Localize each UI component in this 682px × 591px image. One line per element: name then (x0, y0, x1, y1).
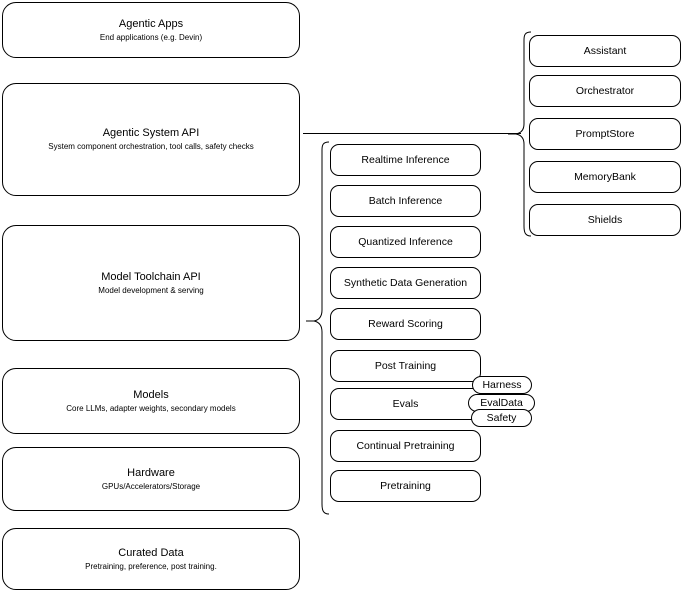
system-label: Shields (587, 213, 623, 226)
toolchain-box-pretraining[interactable]: Pretraining (330, 470, 481, 502)
layer-title: Model Toolchain API (101, 270, 201, 283)
layer-subtitle: Core LLMs, adapter weights, secondary mo… (66, 403, 236, 413)
layer-box-agentic-apps[interactable]: Agentic Apps End applications (e.g. Devi… (2, 2, 300, 58)
toolchain-label: Realtime Inference (361, 153, 450, 166)
bracket-model-toolchain (306, 141, 330, 515)
toolchain-box-synthetic-data-generation[interactable]: Synthetic Data Generation (330, 267, 481, 299)
toolchain-label: Pretraining (380, 479, 431, 492)
system-box-shields[interactable]: Shields (529, 204, 681, 236)
layer-title: Agentic System API (102, 127, 200, 139)
eval-pill-label: Harness (482, 378, 522, 391)
layer-box-curated-data[interactable]: Curated Data Pretraining, preference, po… (2, 528, 300, 590)
layer-subtitle: System component orchestration, tool cal… (48, 142, 254, 151)
system-box-promptstore[interactable]: PromptStore (529, 118, 681, 150)
toolchain-box-continual-pretraining[interactable]: Continual Pretraining (330, 430, 481, 462)
connector-line-system-api (303, 133, 521, 134)
layer-box-models[interactable]: Models Core LLMs, adapter weights, secon… (2, 368, 300, 434)
layer-box-agentic-system-api[interactable]: Agentic System API System component orch… (2, 83, 300, 196)
toolchain-label: Evals (392, 397, 419, 410)
layer-title: Models (133, 388, 169, 401)
layer-subtitle: Pretraining, preference, post training. (85, 561, 217, 571)
eval-pill-harness[interactable]: Harness (472, 376, 532, 394)
system-box-assistant[interactable]: Assistant (529, 35, 681, 67)
toolchain-label: Continual Pretraining (356, 439, 455, 452)
toolchain-label: Post Training (374, 359, 437, 372)
system-label: PromptStore (575, 127, 635, 140)
toolchain-box-realtime-inference[interactable]: Realtime Inference (330, 144, 481, 176)
toolchain-label: Reward Scoring (368, 317, 443, 330)
layer-title: Curated Data (118, 546, 184, 559)
layer-title: Hardware (127, 466, 175, 479)
layer-subtitle: End applications (e.g. Devin) (99, 32, 203, 42)
system-label: Assistant (583, 44, 627, 57)
system-box-memorybank[interactable]: MemoryBank (529, 161, 681, 193)
toolchain-box-evals[interactable]: Evals (330, 388, 481, 420)
toolchain-label: Quantized Inference (358, 235, 453, 248)
eval-pill-label: EvalData (480, 396, 523, 409)
layer-box-model-toolchain-api[interactable]: Model Toolchain API Model development & … (2, 225, 300, 341)
layer-box-hardware[interactable]: Hardware GPUs/Accelerators/Storage (2, 447, 300, 511)
layer-subtitle: Model development & serving (98, 285, 204, 295)
system-label: Orchestrator (575, 84, 635, 97)
layer-subtitle: GPUs/Accelerators/Storage (101, 481, 201, 491)
layer-title: Agentic Apps (118, 17, 184, 30)
toolchain-box-reward-scoring[interactable]: Reward Scoring (330, 308, 481, 340)
toolchain-label: Synthetic Data Generation (343, 276, 468, 289)
toolchain-box-quantized-inference[interactable]: Quantized Inference (330, 226, 481, 258)
eval-pill-safety[interactable]: Safety (471, 409, 532, 427)
system-box-orchestrator[interactable]: Orchestrator (529, 75, 681, 107)
system-label: MemoryBank (574, 170, 636, 183)
eval-pill-label: Safety (486, 411, 517, 424)
bracket-system-components (508, 31, 532, 237)
toolchain-box-post-training[interactable]: Post Training (330, 350, 481, 382)
toolchain-label: Batch Inference (368, 194, 443, 207)
toolchain-box-batch-inference[interactable]: Batch Inference (330, 185, 481, 217)
